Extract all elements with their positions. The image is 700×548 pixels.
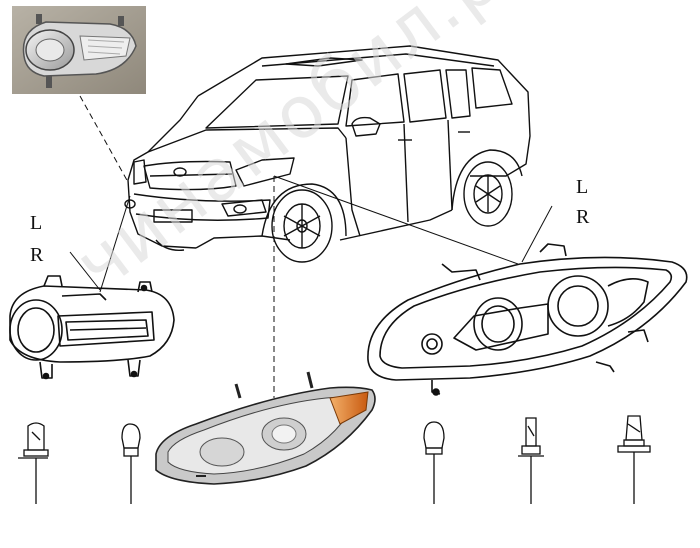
leader-lines xyxy=(69,95,553,398)
label-left-l: L xyxy=(30,212,43,234)
bulb-h3 xyxy=(18,422,49,504)
fog-lamp-drawing xyxy=(9,275,175,380)
bulb-h7 xyxy=(617,415,651,504)
label-right-l: L xyxy=(576,176,589,198)
suv-drawing xyxy=(124,45,531,263)
headlamp-drawing xyxy=(367,243,688,396)
fog-lamp-photo xyxy=(12,6,146,94)
bulb-turn-right xyxy=(423,421,445,504)
headlamp-photo xyxy=(155,371,376,485)
label-right-r: R xyxy=(576,206,590,228)
bulb-h1 xyxy=(518,417,544,504)
label-left-r: R xyxy=(30,244,44,266)
bulb-turn-left xyxy=(121,423,141,504)
